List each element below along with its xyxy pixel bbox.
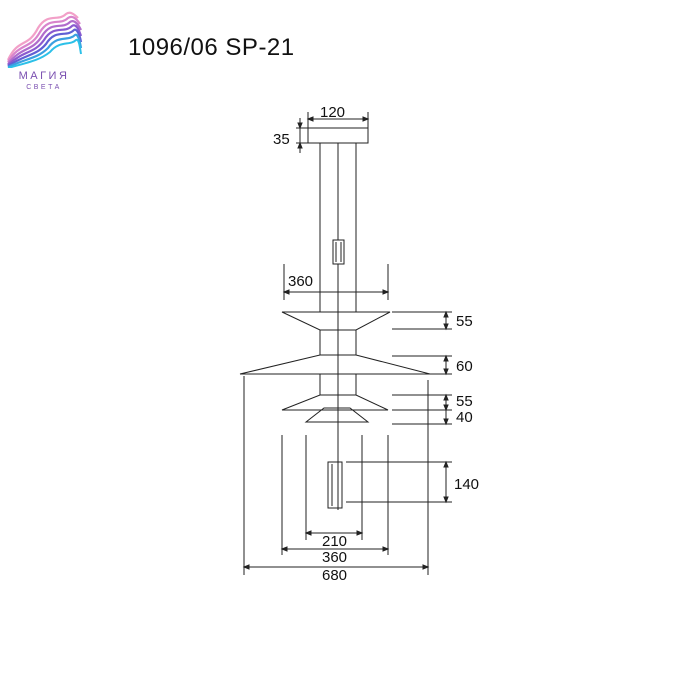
dim-width-680: 680 — [322, 567, 347, 584]
suspension — [319, 143, 357, 510]
dim-shade-2-height: 60 — [456, 358, 473, 375]
shade-1 — [281, 264, 391, 355]
pendant-drops — [243, 376, 429, 575]
dim-pendant-height: 140 — [454, 476, 479, 493]
model-title: 1096/06 SP-21 — [128, 34, 295, 61]
bottom-dimensions — [242, 530, 430, 570]
right-dimensions — [346, 310, 452, 504]
dim-width-360: 360 — [322, 549, 347, 566]
shade-4 — [304, 407, 370, 423]
logo-wave-icon — [6, 11, 83, 69]
dim-shade-1-width: 360 — [288, 273, 313, 290]
dim-width-210: 210 — [322, 533, 347, 550]
dim-shade-1-height: 55 — [456, 313, 473, 330]
dim-shade-3-height: 55 — [456, 393, 473, 410]
dim-canopy-width: 120 — [320, 104, 345, 121]
canopy — [296, 112, 370, 153]
brand-logo: МАГИЯ СВЕТА — [4, 8, 84, 94]
logo-brand-text: МАГИЯ — [18, 70, 70, 82]
logo-sub-text: СВЕТА — [26, 84, 62, 91]
dim-shade-4-height: 40 — [456, 409, 473, 426]
dim-canopy-height: 35 — [273, 131, 290, 148]
shade-2 — [239, 354, 431, 395]
